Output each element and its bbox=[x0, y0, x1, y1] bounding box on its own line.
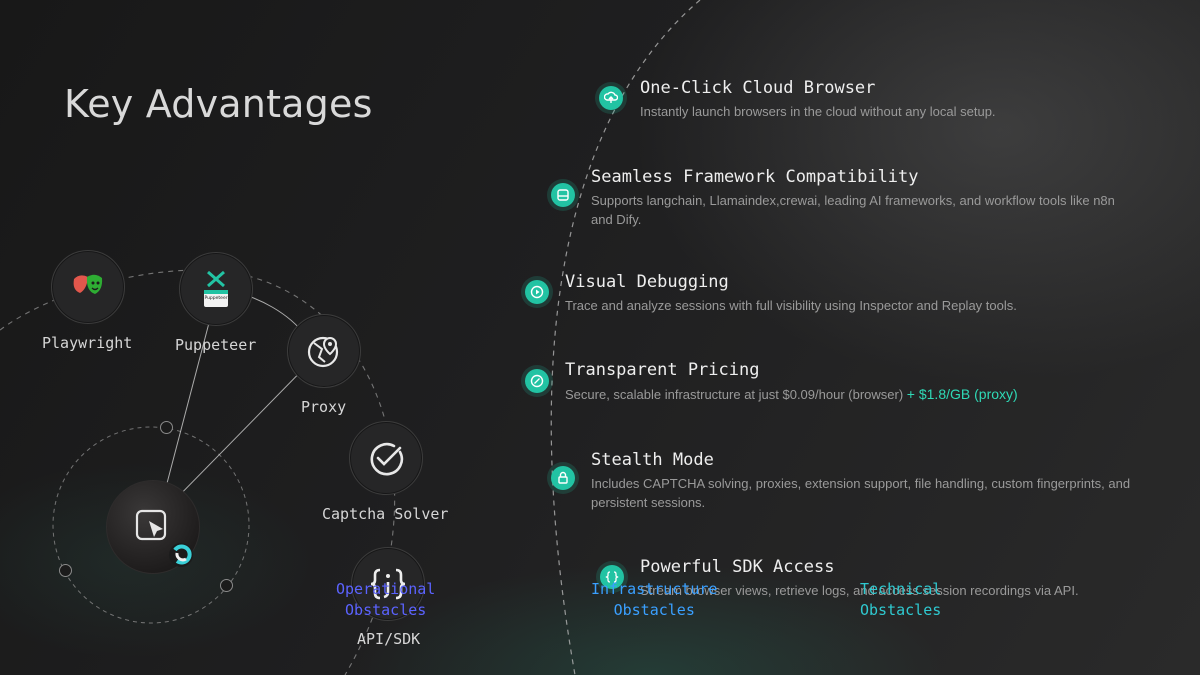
feature-icon-framework bbox=[551, 183, 575, 207]
code-braces-icon bbox=[605, 571, 619, 583]
globe-pin-icon bbox=[307, 336, 339, 368]
check-circle-icon bbox=[370, 442, 404, 476]
feature-desc-framework-compat: Supports langchain, Llamaindex,crewai, l… bbox=[591, 193, 1115, 227]
server-icon bbox=[557, 189, 569, 201]
technical-obstacles-label: Technical Obstacles bbox=[860, 579, 941, 621]
page-title: Key Advantages bbox=[64, 82, 373, 126]
captcha-solver-node bbox=[349, 421, 423, 495]
orbit-dot bbox=[220, 579, 233, 592]
overlay-line-2: Obstacles bbox=[345, 601, 427, 619]
feature-icon-stealth bbox=[551, 466, 575, 490]
feature-icon-pricing bbox=[525, 369, 549, 393]
operational-obstacles-label: Operational Obstacles bbox=[336, 579, 435, 621]
lock-icon bbox=[558, 471, 568, 484]
feature-title-framework-compat: Seamless Framework Compatibility bbox=[591, 167, 919, 187]
overlay-line-2: Obstacles bbox=[613, 601, 695, 619]
feature-title-transparent-pricing: Transparent Pricing bbox=[565, 360, 760, 380]
feature-desc-cloud-browser: Instantly launch browsers in the cloud w… bbox=[640, 104, 996, 119]
api-sdk-node bbox=[351, 547, 425, 621]
feature-desc-visual-debugging: Trace and analyze sessions with full vis… bbox=[565, 298, 1017, 313]
playwright-masks-icon bbox=[73, 274, 103, 294]
overlay-line-1: Infrastructure bbox=[591, 580, 718, 598]
overlay-line-1: Operational bbox=[336, 580, 436, 598]
puppeteer-badge-text: Puppeteer bbox=[204, 296, 228, 301]
overlay-line-2: Obstacles bbox=[860, 601, 942, 619]
infrastructure-obstacles-label: Infrastructure Obstacles bbox=[591, 579, 717, 621]
center-node bbox=[106, 480, 200, 574]
play-circle-icon bbox=[530, 285, 544, 299]
playwright-node bbox=[51, 250, 125, 324]
proxy-label: Proxy bbox=[301, 398, 347, 416]
api-sdk-label: API/SDK bbox=[357, 630, 421, 648]
playwright-label: Playwright bbox=[42, 334, 133, 352]
feature-desc-transparent-pricing: Secure, scalable infrastructure at just … bbox=[565, 385, 1165, 404]
orbit-dot bbox=[59, 564, 72, 577]
orbit-dot bbox=[160, 421, 173, 434]
percent-icon bbox=[530, 374, 544, 388]
feature-title-visual-debugging: Visual Debugging bbox=[565, 272, 729, 292]
cursor-window-icon bbox=[135, 509, 193, 567]
puppeteer-logo-icon bbox=[204, 270, 228, 307]
feature-icon-cloud bbox=[599, 86, 623, 110]
feature-title-stealth-mode: Stealth Mode bbox=[591, 450, 714, 470]
puppeteer-node: Puppeteer bbox=[179, 252, 253, 326]
feature-desc-sdk-access: Stream browser views, retrieve logs, and… bbox=[640, 583, 1079, 598]
puppeteer-label: Puppeteer bbox=[175, 336, 257, 354]
feature-desc-stealth-mode: Includes CAPTCHA solving, proxies, exten… bbox=[591, 476, 1131, 510]
feature-title-sdk-access: Powerful SDK Access bbox=[640, 557, 835, 577]
proxy-node bbox=[287, 314, 361, 388]
curly-braces-icon bbox=[370, 568, 406, 600]
overlay-line-1: Technical bbox=[860, 580, 942, 598]
feature-title-cloud-browser: One-Click Cloud Browser bbox=[640, 78, 876, 98]
pricing-text: Secure, scalable infrastructure at just … bbox=[565, 387, 904, 402]
pricing-accent: + $1.8/GB (proxy) bbox=[906, 386, 1018, 402]
feature-icon-sdk bbox=[600, 565, 624, 589]
cloud-upload-icon bbox=[604, 91, 618, 103]
captcha-solver-label: Captcha Solver bbox=[322, 505, 449, 523]
feature-icon-debugging bbox=[525, 280, 549, 304]
